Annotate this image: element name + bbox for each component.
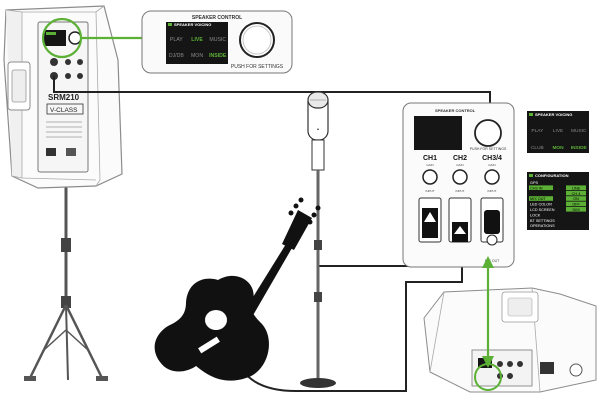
popup-mode-play[interactable]: PLAY <box>531 128 544 134</box>
settings-knob[interactable] <box>239 22 275 58</box>
config-row-label[interactable]: LCD SCREEN <box>530 208 555 212</box>
speaker-badge-label: V-CLASS <box>50 107 78 114</box>
config-row-value[interactable]: OFF <box>572 203 580 207</box>
panel-mode-mon[interactable]: MON <box>191 53 203 59</box>
acoustic-guitar <box>154 197 321 381</box>
config-row-label[interactable]: LOCK <box>530 213 541 217</box>
guitar-cable <box>243 246 463 393</box>
panel-mode-inside[interactable]: INSIDE <box>209 53 227 59</box>
panel-mode-dj-db[interactable]: DJ/DB <box>169 53 185 59</box>
mic-stand-base <box>300 378 336 388</box>
ch2-label: CH2 <box>453 155 467 162</box>
ch34-gain-caption: GAIN <box>488 163 495 167</box>
popup-mode-club[interactable]: CLUB <box>531 145 544 151</box>
guitar-headstock <box>282 210 312 250</box>
ch1-gain-knob[interactable] <box>422 169 438 185</box>
speaker-rear-panel <box>37 21 89 173</box>
guitar-soundhole <box>205 310 227 330</box>
config-row-label[interactable]: CH3 IN <box>530 186 543 190</box>
config-row-value[interactable]: CH 4 <box>572 192 581 196</box>
config-row-label[interactable]: BT SETTINGS <box>530 219 555 223</box>
channel-1: CH1 GAIN INPUT <box>418 155 442 243</box>
speaker-model-label: SRM210 <box>48 93 80 102</box>
mixer-screen <box>414 116 462 150</box>
speaker-mini-knob <box>68 31 82 45</box>
config-row-value[interactable]: ON <box>573 197 579 201</box>
speaker-power-switch <box>66 148 76 156</box>
mixer-panel-title: SPEAKER CONTROL <box>435 108 476 113</box>
speaker-stand <box>24 184 108 381</box>
voicing-screen <box>166 22 228 64</box>
panel-mode-live[interactable]: LIVE <box>191 37 203 43</box>
config-row-value[interactable]: LINE <box>572 186 581 190</box>
ch34-input-caption: INPUT <box>488 189 497 193</box>
ch1-input-caption: INPUT <box>426 189 435 193</box>
voicing-screen-header: SPEAKER VOICING <box>174 22 211 27</box>
voicing-popup: SPEAKER VOICING PLAY LIVE MUSIC CLUB MON INSI… <box>527 111 589 153</box>
knob-caption: PUSH FOR SETTINGS <box>231 64 284 70</box>
panel-mode-play[interactable]: PLAY <box>170 37 183 43</box>
ch2-gain-knob[interactable] <box>452 169 468 185</box>
config-row-label[interactable]: LED COLOR <box>530 203 552 207</box>
main-speaker: SRM210 V-CLASS <box>3 5 123 381</box>
mix-out-caption: MIX OUT <box>485 259 500 263</box>
ch34-label: CH3/4 <box>482 155 502 162</box>
ch1-gain-caption: GAIN <box>426 163 433 167</box>
microphone-stand: ▲ <box>300 91 336 388</box>
ch1-label: CH1 <box>423 155 437 162</box>
mixer-settings-knob[interactable] <box>474 119 502 147</box>
popup-mode-live[interactable]: LIVE <box>553 128 563 134</box>
config-row-label[interactable]: MIX OUT <box>530 197 547 201</box>
channel-3-4: CH3/4 GAIN INPUT MIX OUT <box>480 155 504 263</box>
voicing-popup-header: SPEAKER VOICING <box>535 112 572 117</box>
speaker-control-title: SPEAKER CONTROL <box>192 15 242 21</box>
guitar-bridge <box>198 336 220 354</box>
popup-mode-music[interactable]: MUSIC <box>571 128 587 134</box>
svg-text:▲: ▲ <box>316 127 319 131</box>
ch2-input-caption: INPUT <box>456 189 465 193</box>
configuration-header: CONFIGURATION <box>535 173 569 178</box>
ch2-gain-caption: GAIN <box>456 163 463 167</box>
speaker-control-panel: SPEAKER CONTROL SPEAKER VOICING PLAY LIVE… <box>141 10 293 74</box>
mixer-speaker-panel: SPEAKER CONTROL PUSH FOR SETTINGS CH1 GA… <box>402 102 515 268</box>
speaker-power-inlet <box>46 148 56 156</box>
popup-mode-mon[interactable]: MON <box>552 145 564 151</box>
config-row-value[interactable]: DIM <box>573 208 580 212</box>
ch34-gain-knob[interactable] <box>484 169 500 185</box>
link-arrow <box>482 256 494 368</box>
panel-mode-music[interactable]: MUSIC <box>209 37 226 43</box>
speaker-input-jack <box>50 58 58 66</box>
mixer-knob-caption: PUSH FOR SETTINGS <box>470 147 507 151</box>
popup-mode-inside[interactable]: INSIDE <box>571 145 588 151</box>
config-row-label[interactable]: GPS <box>530 181 538 185</box>
channel-2: CH2 GAIN INPUT <box>448 155 472 243</box>
config-row-label[interactable]: OPERATIONS <box>530 224 555 228</box>
floor-speaker <box>423 287 597 393</box>
speaker-vent <box>46 121 82 138</box>
